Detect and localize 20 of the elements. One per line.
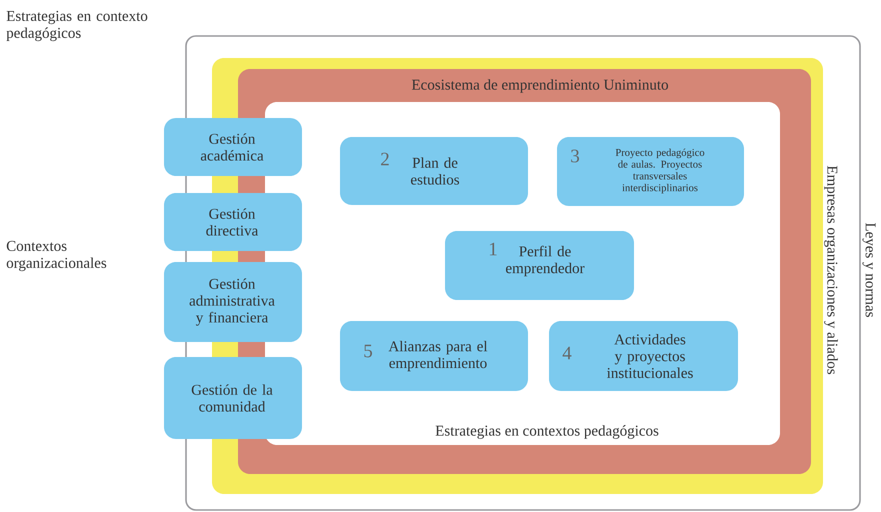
box-text: Alianzas para el emprendimiento	[388, 340, 488, 372]
band-title: Ecosistema de emprendimiento Uniminuto	[412, 79, 668, 93]
heading-text: Estrategias en contexto pedagógicos	[6, 10, 148, 42]
box-text: Gestión de la comunidad	[192, 384, 273, 412]
box-text: Proyecto pedagógico de aulas. Proyectos transversales interdisciplinarios	[616, 148, 704, 194]
panel-caption: Estrategias en contextos pedagógicos	[436, 425, 658, 439]
step-number: 1	[490, 242, 497, 256]
box-text: Actividades y proyectos institucionales	[607, 334, 693, 378]
step-number: 3	[571, 150, 579, 162]
side-label: Leyes y normas	[862, 222, 876, 317]
side-label: Empresas organizaciones y aliados	[824, 166, 838, 374]
step-number: 2	[381, 152, 389, 166]
box-text: Perfil de emprendedor	[506, 246, 584, 276]
step-number: 5	[364, 344, 372, 358]
box-text: Plan de estudios	[411, 157, 460, 185]
context-label: Contextos organizacionales	[6, 240, 106, 272]
box-text: Gestión administrativa y financiera	[190, 278, 275, 326]
box-text: Gestión académica	[200, 133, 264, 161]
step-number: 4	[562, 346, 572, 360]
box-text: Gestión directiva	[206, 208, 258, 236]
